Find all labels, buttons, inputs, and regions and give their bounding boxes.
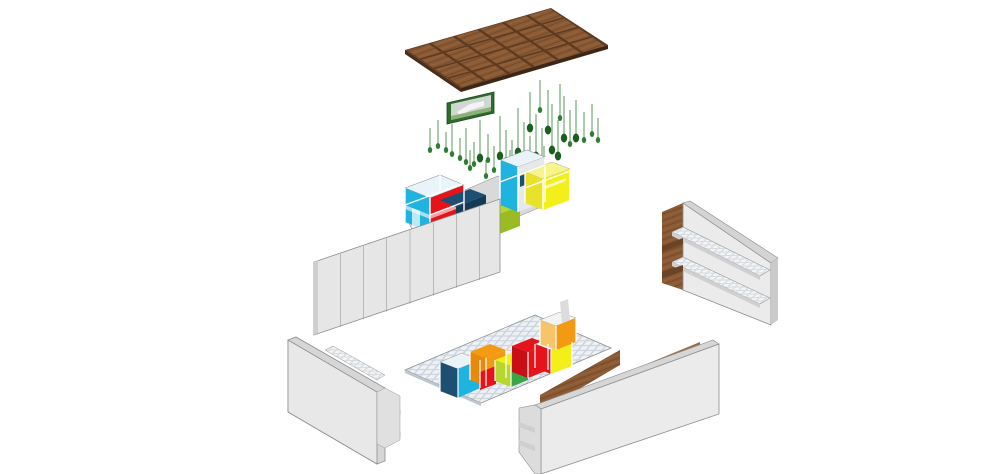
plant-leaf: [491, 167, 497, 173]
back-wall: [313, 198, 501, 336]
plant-leaf: [443, 147, 449, 153]
roof-cell: [508, 41, 543, 57]
plant-leaf: [427, 147, 433, 153]
roof-cell: [435, 62, 470, 78]
plant-leaf: [560, 133, 568, 143]
display-screen: [446, 91, 495, 125]
front-wall: [518, 339, 720, 474]
plant-leaf: [572, 133, 580, 143]
roof-cell: [570, 37, 605, 53]
roof-cell: [504, 15, 539, 31]
roof-cell: [532, 34, 567, 50]
roof-cell: [455, 29, 490, 45]
plant-leaf: [554, 151, 562, 161]
roof-cell: [494, 32, 529, 48]
plant-leaf: [526, 123, 534, 133]
roof-cell: [421, 53, 456, 69]
plant-leaf: [457, 155, 463, 161]
roof-cell: [459, 55, 494, 71]
roof-cell: [522, 51, 557, 67]
plant-leaf: [467, 165, 473, 171]
plant-leaf: [485, 157, 491, 163]
roof-cell: [497, 58, 532, 74]
plant-leaf: [449, 151, 455, 157]
plant-leaf: [581, 137, 587, 143]
plant-leaf: [463, 159, 469, 165]
roof-panel: [405, 8, 608, 92]
roof-cell: [518, 25, 553, 41]
plant-leaf: [567, 141, 573, 147]
plant-leaf: [557, 115, 563, 121]
plant-leaf: [595, 137, 601, 143]
plant-leaf: [589, 131, 595, 137]
roof-cell: [480, 22, 515, 38]
plant-leaf: [496, 151, 504, 161]
plant-leaf: [548, 145, 556, 155]
plant-leaf: [483, 173, 489, 179]
roof-cell: [542, 18, 577, 34]
module-frame: [429, 201, 465, 216]
plant-leaf: [476, 153, 484, 163]
left-shelf-wall: [287, 336, 401, 465]
roof-cell: [483, 48, 518, 64]
right-shelf-wall: [662, 200, 779, 326]
module-frame: [524, 170, 571, 189]
roof-cell: [469, 39, 504, 55]
roof-cell: [556, 27, 591, 43]
roof-cell: [445, 46, 480, 62]
module-frame: [404, 182, 465, 206]
plant-leaf: [544, 125, 552, 135]
roof-cell: [431, 36, 466, 52]
roof-cell: [449, 72, 484, 88]
plant-leaf: [537, 107, 543, 113]
plant-leaf: [471, 161, 477, 167]
roof-cell: [473, 65, 508, 81]
plant-leaf: [435, 143, 441, 149]
roof-cell: [546, 44, 581, 60]
roof-cell: [407, 43, 442, 59]
module-frame: [499, 164, 546, 183]
roof-cell: [528, 8, 563, 24]
